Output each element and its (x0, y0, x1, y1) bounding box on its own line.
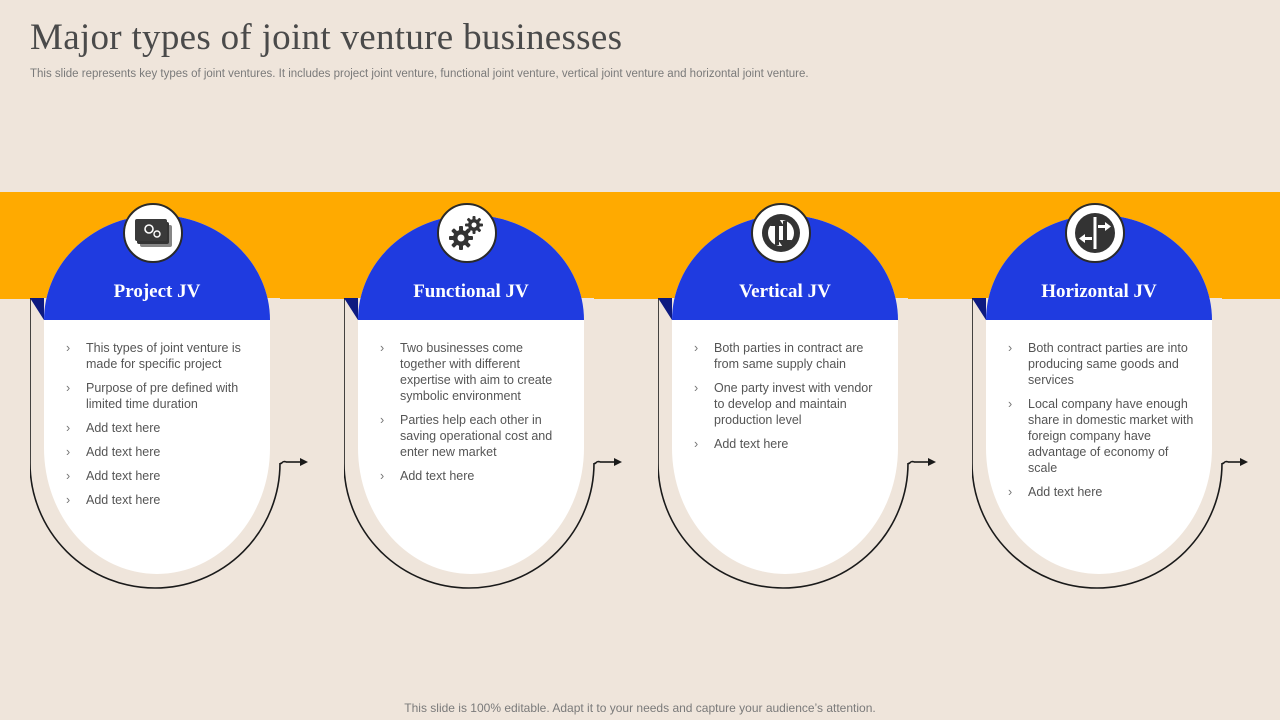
horizontal-arrows-icon (1065, 203, 1125, 263)
card-title: Vertical JV (739, 281, 831, 302)
list-item: Add text here (66, 468, 256, 484)
card-project-jv: Project JV This types of joint venture i… (30, 203, 320, 593)
gears-icon (437, 203, 497, 263)
card-functional-jv: Functional JV Two businesses come togeth… (344, 203, 634, 593)
list-item: Add text here (1008, 484, 1198, 500)
slide-title: Major types of joint venture businesses (30, 17, 623, 58)
list-item: Local company have enough share in domes… (1008, 396, 1198, 476)
list-item: Add text here (66, 444, 256, 460)
card-vertical-jv: Vertical JV Both parties in contract are… (658, 203, 948, 593)
card-horizontal-jv: Horizontal JV Both contract parties are … (972, 203, 1262, 593)
list-item: Add text here (694, 436, 884, 452)
slide-subtitle: This slide represents key types of joint… (30, 68, 809, 80)
list-item: Add text here (66, 420, 256, 436)
list-item: Add text here (66, 492, 256, 508)
card-points: Both parties in contract are from same s… (694, 340, 884, 460)
list-item: One party invest with vendor to develop … (694, 380, 884, 428)
list-item: Both contract parties are into producing… (1008, 340, 1198, 388)
list-item: Purpose of pre defined with limited time… (66, 380, 256, 412)
card-title: Functional JV (413, 281, 529, 302)
vertical-arrows-icon (751, 203, 811, 263)
list-item: Both parties in contract are from same s… (694, 340, 884, 372)
documents-gear-icon (123, 203, 183, 263)
card-title: Horizontal JV (1041, 281, 1157, 302)
card-points: This types of joint venture is made for … (66, 340, 256, 516)
list-item: Add text here (380, 468, 570, 484)
list-item: Two businesses come together with differ… (380, 340, 570, 404)
list-item: Parties help each other in saving operat… (380, 412, 570, 460)
card-points: Both contract parties are into producing… (1008, 340, 1198, 508)
slide-footer: This slide is 100% editable. Adapt it to… (404, 701, 876, 715)
card-title: Project JV (113, 281, 201, 302)
list-item: This types of joint venture is made for … (66, 340, 256, 372)
card-points: Two businesses come together with differ… (380, 340, 570, 492)
